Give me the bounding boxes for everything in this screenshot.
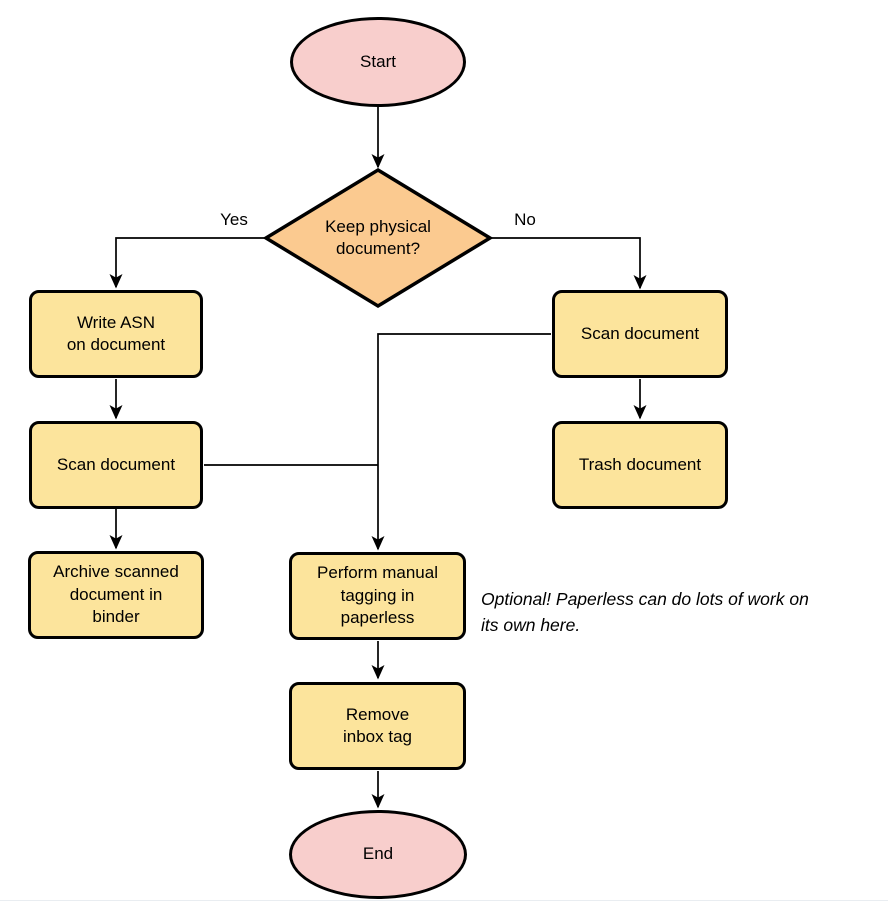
- node-scan-document-right: Scan document: [552, 290, 728, 378]
- optional-note: Optional! Paperless can do lots of work …: [481, 589, 809, 636]
- bottom-hairline: [0, 900, 888, 901]
- node-archive-binder: Archive scanned document in binder: [28, 551, 204, 639]
- decision-label: Keep physical document?: [325, 216, 431, 258]
- edge-no-to-scan-right: [489, 237, 647, 290]
- node-remove-inbox-tag: Remove inbox tag: [289, 682, 466, 770]
- node-decision-keep-physical: Keep physical document?: [262, 167, 494, 309]
- node-start: Start: [290, 17, 466, 107]
- node-scan-document-left: Scan document: [29, 421, 203, 509]
- node-manual-tagging: Perform manual tagging in paperless: [289, 552, 466, 640]
- edge-scan-right-to-tagging: [371, 333, 551, 551]
- edge-label-yes: Yes: [206, 210, 262, 230]
- edge-yes-to-write-asn: [109, 237, 266, 289]
- node-end: End: [289, 810, 467, 899]
- node-write-asn: Write ASN on document: [29, 290, 203, 378]
- diamond-shape: [262, 167, 494, 309]
- edge-label-no: No: [497, 210, 553, 230]
- node-trash-document: Trash document: [552, 421, 728, 509]
